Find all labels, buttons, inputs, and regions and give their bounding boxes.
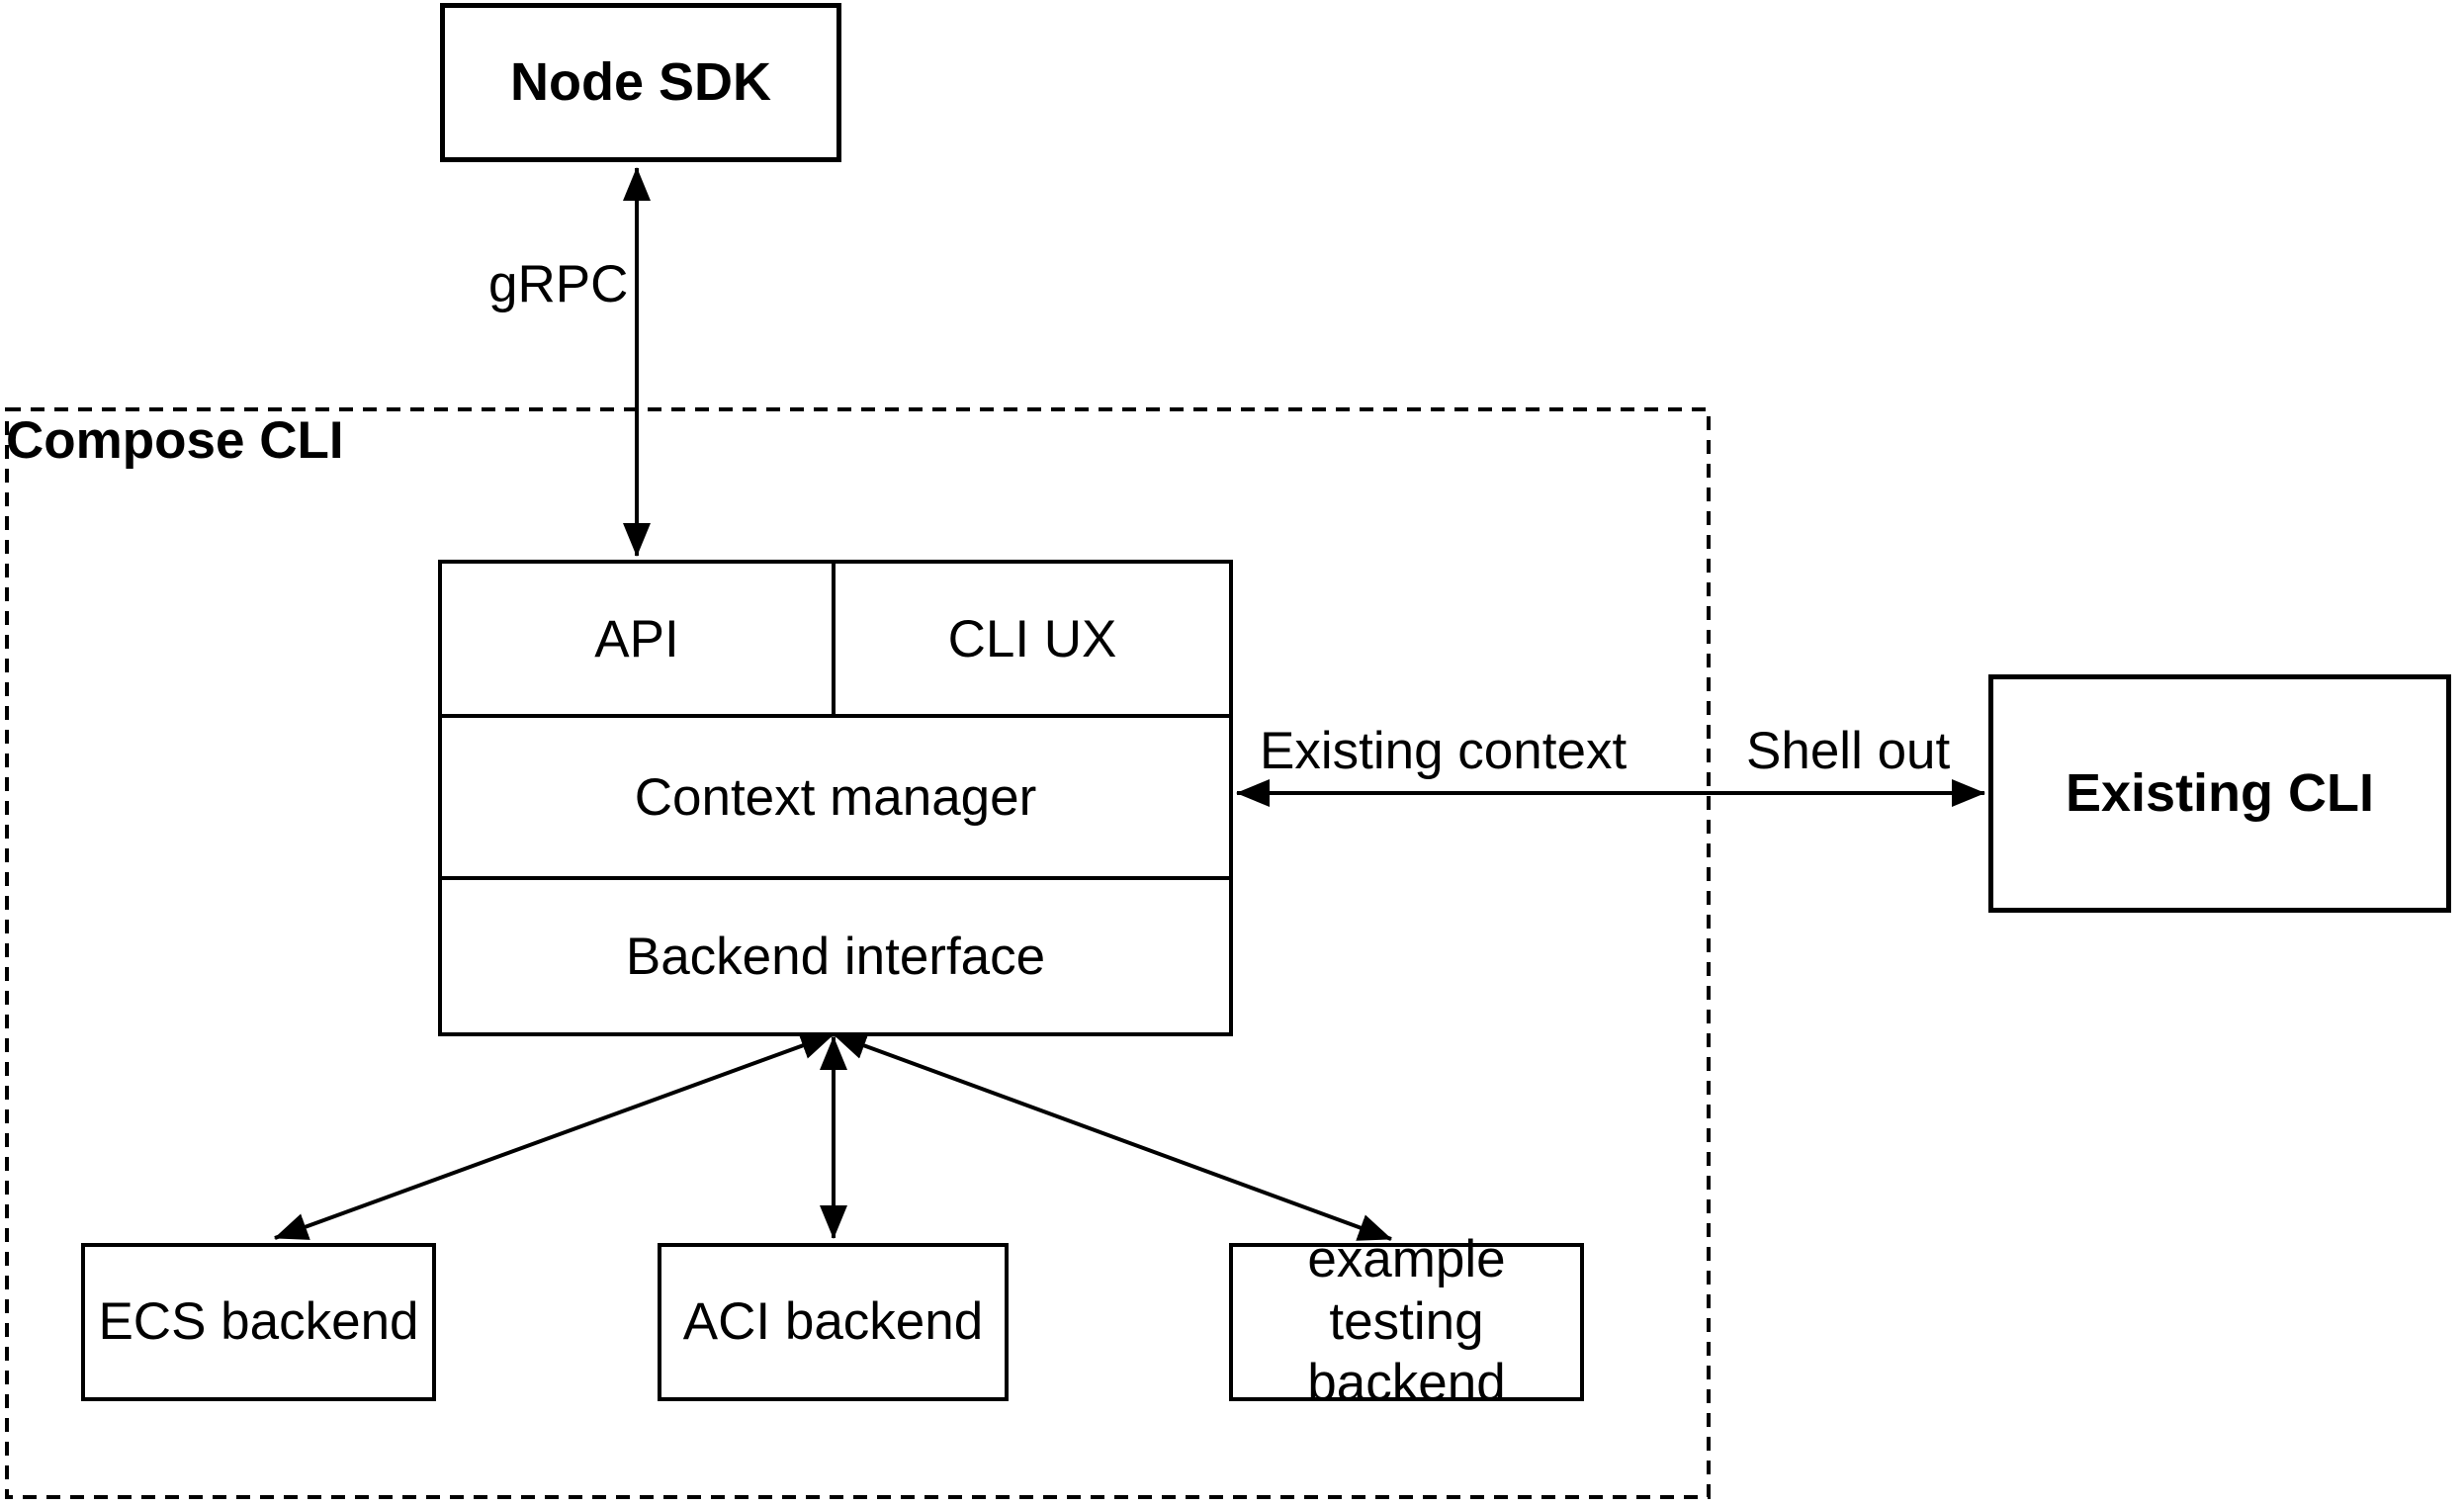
ecs-backend-label: ECS backend [98, 1291, 419, 1351]
ecs-backend-box: ECS backend [81, 1243, 436, 1401]
compose-stack-box [438, 560, 1233, 1036]
node-sdk-label: Node SDK [509, 51, 771, 112]
backend-interface-cell: Backend interface [625, 927, 1046, 986]
api-cell: API [594, 609, 679, 668]
context-manager-cell: Context manager [634, 767, 1037, 827]
grpc-label: gRPC [488, 255, 629, 313]
ecs-arrow [274, 1032, 835, 1240]
example-testing-backend-label: example testing backend [1307, 1230, 1506, 1413]
stack-divider-row1 [442, 714, 1229, 718]
cli-ux-cell: CLI UX [947, 609, 1117, 668]
example-testing-arrow [833, 1032, 1392, 1241]
node-sdk-box: Node SDK [440, 3, 841, 162]
shell-out-label: Shell out [1746, 722, 1951, 780]
example-testing-backend-box: example testing backend [1229, 1230, 1584, 1412]
stack-divider-row2 [442, 876, 1229, 880]
compose-cli-group-border [5, 407, 1711, 1499]
existing-cli-label: Existing CLI [2065, 762, 2375, 823]
existing-context-label: Existing context [1260, 722, 1628, 780]
compose-cli-group-label: Compose CLI [6, 411, 344, 470]
stack-divider-vertical [832, 564, 836, 714]
aci-backend-box: ACI backend [658, 1243, 1009, 1401]
existing-cli-box: Existing CLI [1988, 674, 2451, 913]
aci-backend-label: ACI backend [682, 1291, 984, 1351]
